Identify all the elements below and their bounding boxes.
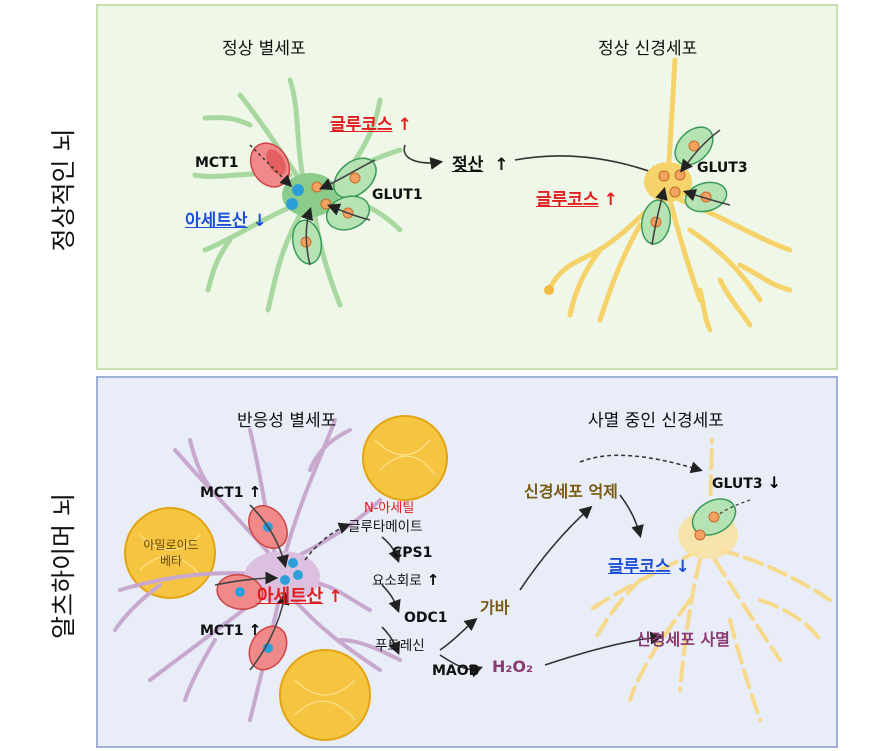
mct1-label: MCT1	[200, 623, 244, 639]
glut3-label: GLUT3	[712, 476, 763, 492]
reactive-astrocyte-title: 반응성 별세포	[237, 406, 336, 431]
glucose-up-top-left: 글루코스 ↑	[330, 110, 412, 135]
urea-cycle-label: 요소회로	[372, 573, 422, 589]
lactate-label: 젖산	[452, 155, 483, 175]
h2o2-label: H₂O₂	[492, 657, 533, 676]
down-arrow-icon: ↓	[253, 211, 267, 231]
glucose-down-bottom: 글루코스 ↓	[608, 552, 690, 577]
glucose-up-top-right: 글루코스 ↑	[536, 185, 618, 210]
up-arrow-icon: ↑	[328, 587, 342, 607]
maob-label: MAOB	[432, 663, 479, 679]
neuron-soma	[644, 162, 692, 202]
up-arrow-icon: ↑	[249, 483, 262, 501]
glut1-label: GLUT1	[372, 187, 423, 203]
mct1-up-bottom-lower: MCT1 ↑	[200, 620, 261, 639]
acetate-label: 아세트산	[185, 211, 248, 231]
dying-neuron	[590, 440, 830, 720]
gaba-label: 가바	[480, 594, 509, 618]
normal-neuron-title: 정상 신경세포	[598, 34, 697, 59]
glutamate-label: 글루타메이트	[348, 515, 423, 535]
amyloid-label-line2: 베타	[136, 553, 206, 569]
up-arrow-icon: ↑	[398, 115, 412, 135]
lactate-up: 젖산 ↑	[452, 150, 509, 175]
glucose-label: 글루코스	[536, 190, 599, 210]
up-arrow-icon: ↑	[494, 155, 508, 175]
amyloid-label-line1: 아밀로이드	[136, 537, 206, 553]
acetate-down-top: 아세트산 ↓	[185, 206, 267, 231]
mct1-label: MCT1	[200, 485, 244, 501]
glucose-label: 글루코스	[608, 557, 671, 577]
mct1-label-top: MCT1	[195, 155, 239, 171]
mct1-up-bottom-top: MCT1 ↑	[200, 482, 261, 501]
neuron-death-label: 신경세포 사멸	[636, 626, 730, 650]
glut3-label-top: GLUT3	[697, 160, 748, 176]
up-arrow-icon: ↑	[249, 621, 262, 639]
up-arrow-icon: ↑	[427, 571, 440, 589]
dying-neuron-title: 사멸 중인 신경세포	[588, 406, 724, 431]
odc1-label: ODC1	[404, 610, 448, 626]
glucose-label: 글루코스	[330, 115, 393, 135]
down-arrow-icon: ↓	[768, 473, 781, 492]
n-acetyl-label: N-아세틸	[364, 497, 414, 516]
glut3-down-bottom: GLUT3 ↓	[712, 473, 781, 492]
normal-astrocyte-title: 정상 별세포	[222, 34, 306, 59]
up-arrow-icon: ↑	[604, 190, 618, 210]
amyloid-beta-label: 아밀로이드 베타	[136, 537, 206, 569]
cps1-label: CPS1	[392, 545, 432, 561]
neuron-suppression-label: 신경세포 억제	[524, 478, 618, 502]
acetate-up-bottom: 아세트산 ↑	[257, 582, 343, 608]
acetate-label: 아세트산	[257, 586, 323, 607]
urea-cycle-up: 요소회로 ↑	[372, 569, 439, 589]
down-arrow-icon: ↓	[676, 557, 690, 577]
putrescine-label: 푸트레신	[375, 634, 425, 654]
